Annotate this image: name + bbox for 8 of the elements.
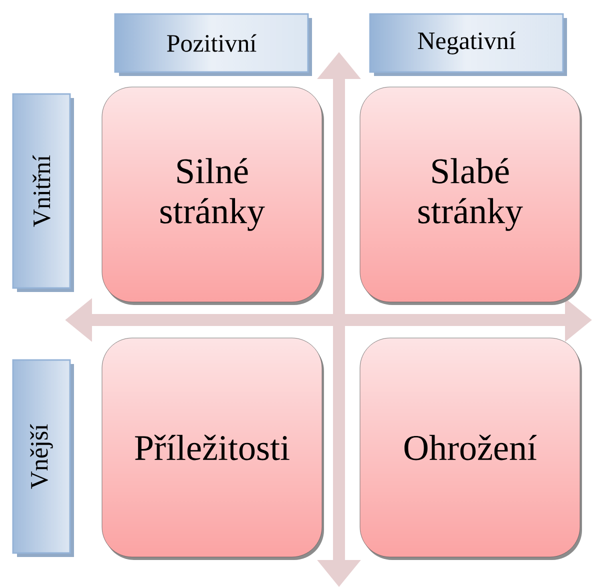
side-label-box: Vnitřní bbox=[12, 93, 74, 292]
quadrant-box: Silné stránky bbox=[102, 86, 324, 305]
header-box: Pozitivní bbox=[114, 13, 312, 76]
side-label-box: Vnější bbox=[12, 359, 74, 557]
header-box: Negativní bbox=[369, 13, 567, 76]
quadrant-box: Ohrožení bbox=[360, 338, 582, 560]
quadrant-box: Příležitosti bbox=[102, 338, 324, 560]
quadrant-box: Slabé stránky bbox=[360, 86, 582, 305]
